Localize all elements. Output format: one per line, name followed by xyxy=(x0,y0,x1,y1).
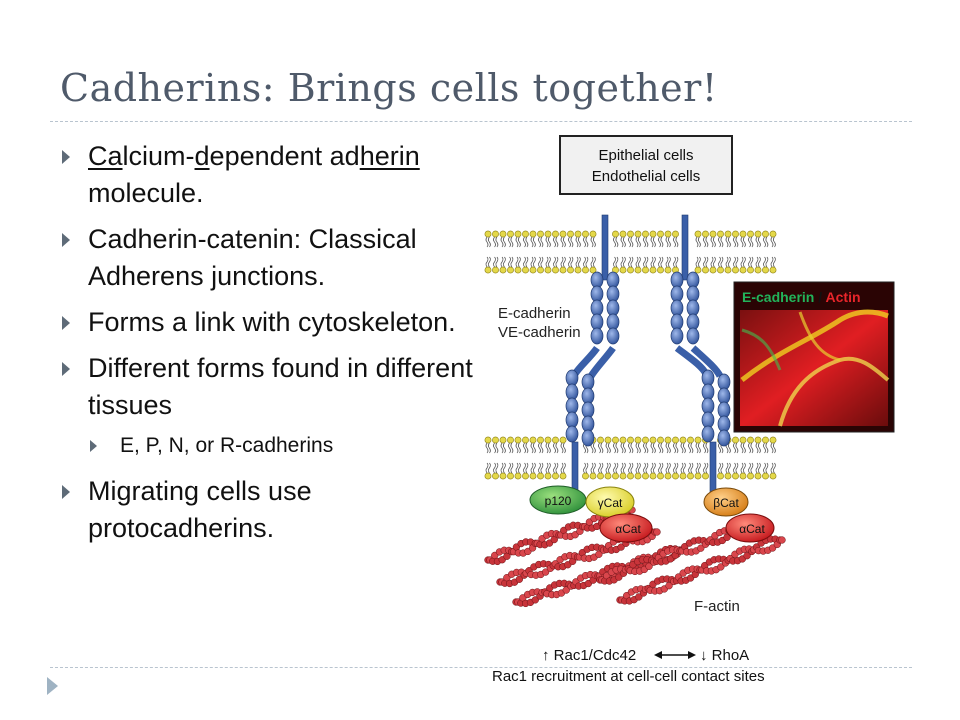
micrograph-title: E-cadherin / Actin xyxy=(742,289,861,305)
beta-catenin-label: βCat xyxy=(713,496,739,510)
cell-box-line: Endothelial cells xyxy=(592,168,700,185)
bullet-part: herin xyxy=(359,141,420,171)
micro-label-sep: / xyxy=(814,289,825,305)
cadherin-diagram: Epithelial cells Endothelial cells E-cad… xyxy=(480,130,920,690)
bullet-part: d xyxy=(194,141,210,171)
cadherin-label: E-cadherin xyxy=(498,305,571,322)
gamma-catenin-label: γCat xyxy=(598,496,623,510)
cell-box-line: Epithelial cells xyxy=(598,147,693,164)
cadherin-chains xyxy=(565,214,731,503)
bullet-part: lcium- xyxy=(122,141,195,171)
sub-bullet-item-types: E, P, N, or R-cadherins xyxy=(60,431,480,461)
f-actin-label: F-actin xyxy=(694,598,740,615)
bullet-part: Ca xyxy=(88,141,123,171)
actin-filaments xyxy=(484,504,786,608)
membrane-top xyxy=(484,230,777,274)
bullet-item-cytoskeleton: Forms a link with cytoskeleton. xyxy=(60,304,480,341)
micrograph-inset: E-cadherin / Actin xyxy=(733,281,895,433)
bullet-list: Calcium-dependent adherin molecule. Cadh… xyxy=(60,138,480,556)
signal-rac-label: ↑ Rac1/Cdc42 xyxy=(542,647,636,664)
cadherin-label: VE-cadherin xyxy=(498,324,581,341)
p120-label: p120 xyxy=(545,494,572,508)
cell-type-box: Epithelial cells Endothelial cells xyxy=(559,135,733,195)
bullet-item-calcium: Calcium-dependent adherin molecule. xyxy=(60,138,480,212)
signal-rho-label: ↓ RhoA xyxy=(700,647,749,664)
micro-label-red: Actin xyxy=(826,289,861,305)
bullet-item-catenin: Cadherin-catenin: Classical Adherens jun… xyxy=(60,221,480,295)
alpha-catenin-label: αCat xyxy=(615,522,641,536)
bullet-part: ependent ad xyxy=(209,141,360,171)
bullet-item-forms: Different forms found in different tissu… xyxy=(60,350,480,424)
footer-divider xyxy=(50,667,912,668)
footer-arrow-icon xyxy=(47,677,58,695)
alpha-catenin-label: αCat xyxy=(739,522,765,536)
bullet-item-protocadherins: Migrating cells use protocadherins. xyxy=(60,473,480,547)
micro-label-green: E-cadherin xyxy=(742,289,814,305)
title-divider xyxy=(50,121,912,122)
catenin-complex-left: p120 γCat αCat xyxy=(529,485,653,543)
membrane-bottom xyxy=(484,436,777,480)
slide-title: Cadherins: Brings cells together! xyxy=(60,66,718,110)
catenin-complex-right: βCat αCat xyxy=(703,487,775,543)
recruitment-caption: Rac1 recruitment at cell-cell contact si… xyxy=(492,668,765,685)
bullet-part: molecule. xyxy=(88,178,204,208)
bidirectional-arrow-icon xyxy=(654,651,696,659)
